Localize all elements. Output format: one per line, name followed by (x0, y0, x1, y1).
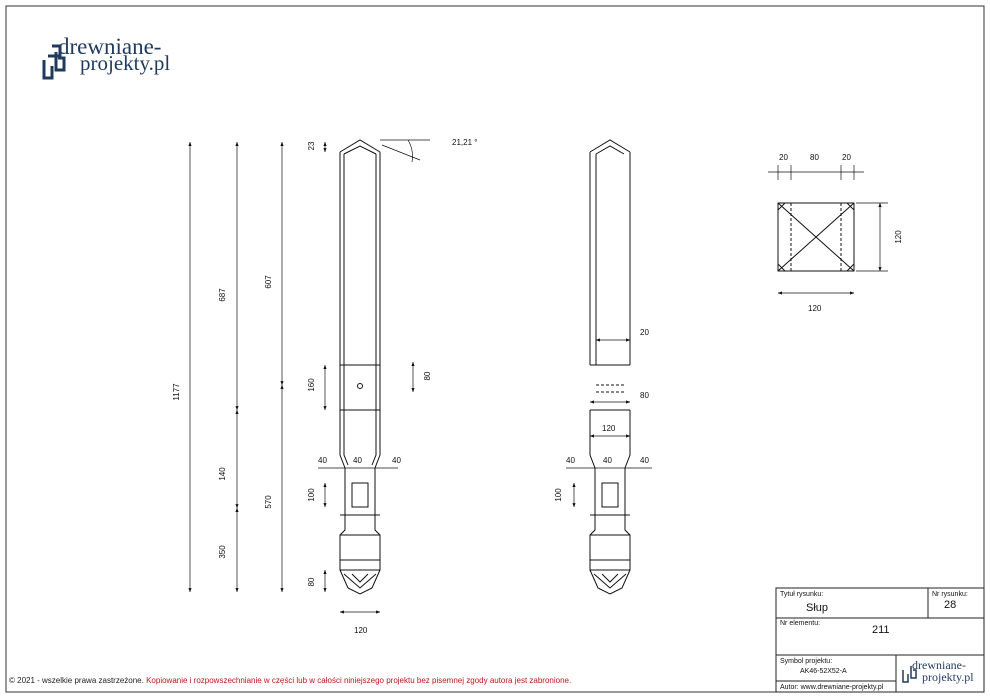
side-dim-mortise-100: 100 (554, 488, 563, 502)
tb-project-symbol: AK46-52X52-A (800, 668, 847, 675)
logo-mark-icon (42, 44, 66, 80)
tb-logo: drewniane- projekty.pl (902, 658, 974, 684)
front-view-dimensions (188, 139, 430, 614)
logo-text-line1: drewniane- (58, 34, 161, 59)
cross-section-dimensions (768, 165, 888, 295)
footer-notice: © 2021 - wszelkie prawa zastrzeżone. Kop… (9, 676, 571, 685)
side-dim-120: 120 (602, 424, 616, 433)
tb-drawing-no-label: Nr rysunku: (932, 591, 968, 598)
dim-total-height: 1177 (172, 383, 181, 401)
side-view-dimensions (566, 338, 652, 508)
dim-upper-687: 687 (218, 288, 227, 302)
tb-logo-mark-icon (902, 666, 917, 683)
dim-lower-570: 570 (264, 495, 273, 509)
tb-drawing-title-label: Tytuł rysunku: (780, 591, 823, 598)
side-dim-tenon-40-left: 40 (566, 456, 575, 465)
dim-angle: 21,21 ° (452, 138, 477, 147)
title-block (775, 587, 985, 693)
sheet-border (5, 5, 985, 693)
dim-lower-140: 140 (218, 467, 227, 481)
bolt-hole (357, 383, 363, 389)
dim-connector-160: 160 (307, 378, 316, 392)
tb-drawing-no: 28 (944, 599, 956, 611)
tb-drawing-title: Słup (806, 602, 828, 614)
dim-tenon-40-left: 40 (318, 456, 327, 465)
footer-copyright: © 2021 - wszelkie prawa zastrzeżone. (9, 676, 144, 685)
logo-text-line2: projekty.pl (80, 51, 170, 75)
dim-slot-80: 80 (423, 371, 432, 380)
dim-mortise-100: 100 (307, 488, 316, 502)
tb-logo-line2: projekty.pl (922, 670, 974, 684)
section-dim-20-left: 20 (779, 153, 788, 162)
dim-bottom-width-120: 120 (354, 626, 368, 635)
section-dim-80: 80 (810, 153, 819, 162)
dim-upper-607: 607 (264, 275, 273, 289)
section-dim-width-120: 120 (808, 304, 822, 313)
dim-top-chamfer: 23 (307, 141, 316, 150)
dim-base-350: 350 (218, 545, 227, 559)
section-dim-height-120: 120 (894, 230, 903, 244)
side-dim-tenon-40-mid: 40 (603, 456, 612, 465)
brand-logo: drewniane- projekty.pl (42, 34, 170, 80)
dim-tenon-40-mid: 40 (353, 456, 362, 465)
section-dim-20-right: 20 (842, 153, 851, 162)
side-dim-20: 20 (640, 328, 649, 337)
side-dim-80: 80 (640, 391, 649, 400)
side-dim-tenon-40-right: 40 (640, 456, 649, 465)
post-front-view (339, 139, 381, 595)
tb-project-symbol-label: Symbol projektu: (780, 658, 832, 665)
side-mortise (601, 482, 619, 508)
dim-tenon-40-right: 40 (392, 456, 401, 465)
dim-foot-80: 80 (307, 577, 316, 586)
footer-copy-restriction: Kopiowanie i rozpowszechnianie w części … (146, 676, 572, 685)
front-mortise (351, 482, 369, 508)
post-side-view (589, 139, 631, 595)
tb-logo-line1: drewniane- (912, 658, 966, 672)
tb-author: Autor: www.drewniane-projekty.pl (780, 684, 884, 691)
cross-section (777, 202, 855, 272)
tb-element-no: 211 (872, 624, 890, 636)
tb-element-no-label: Nr elementu: (780, 620, 820, 627)
